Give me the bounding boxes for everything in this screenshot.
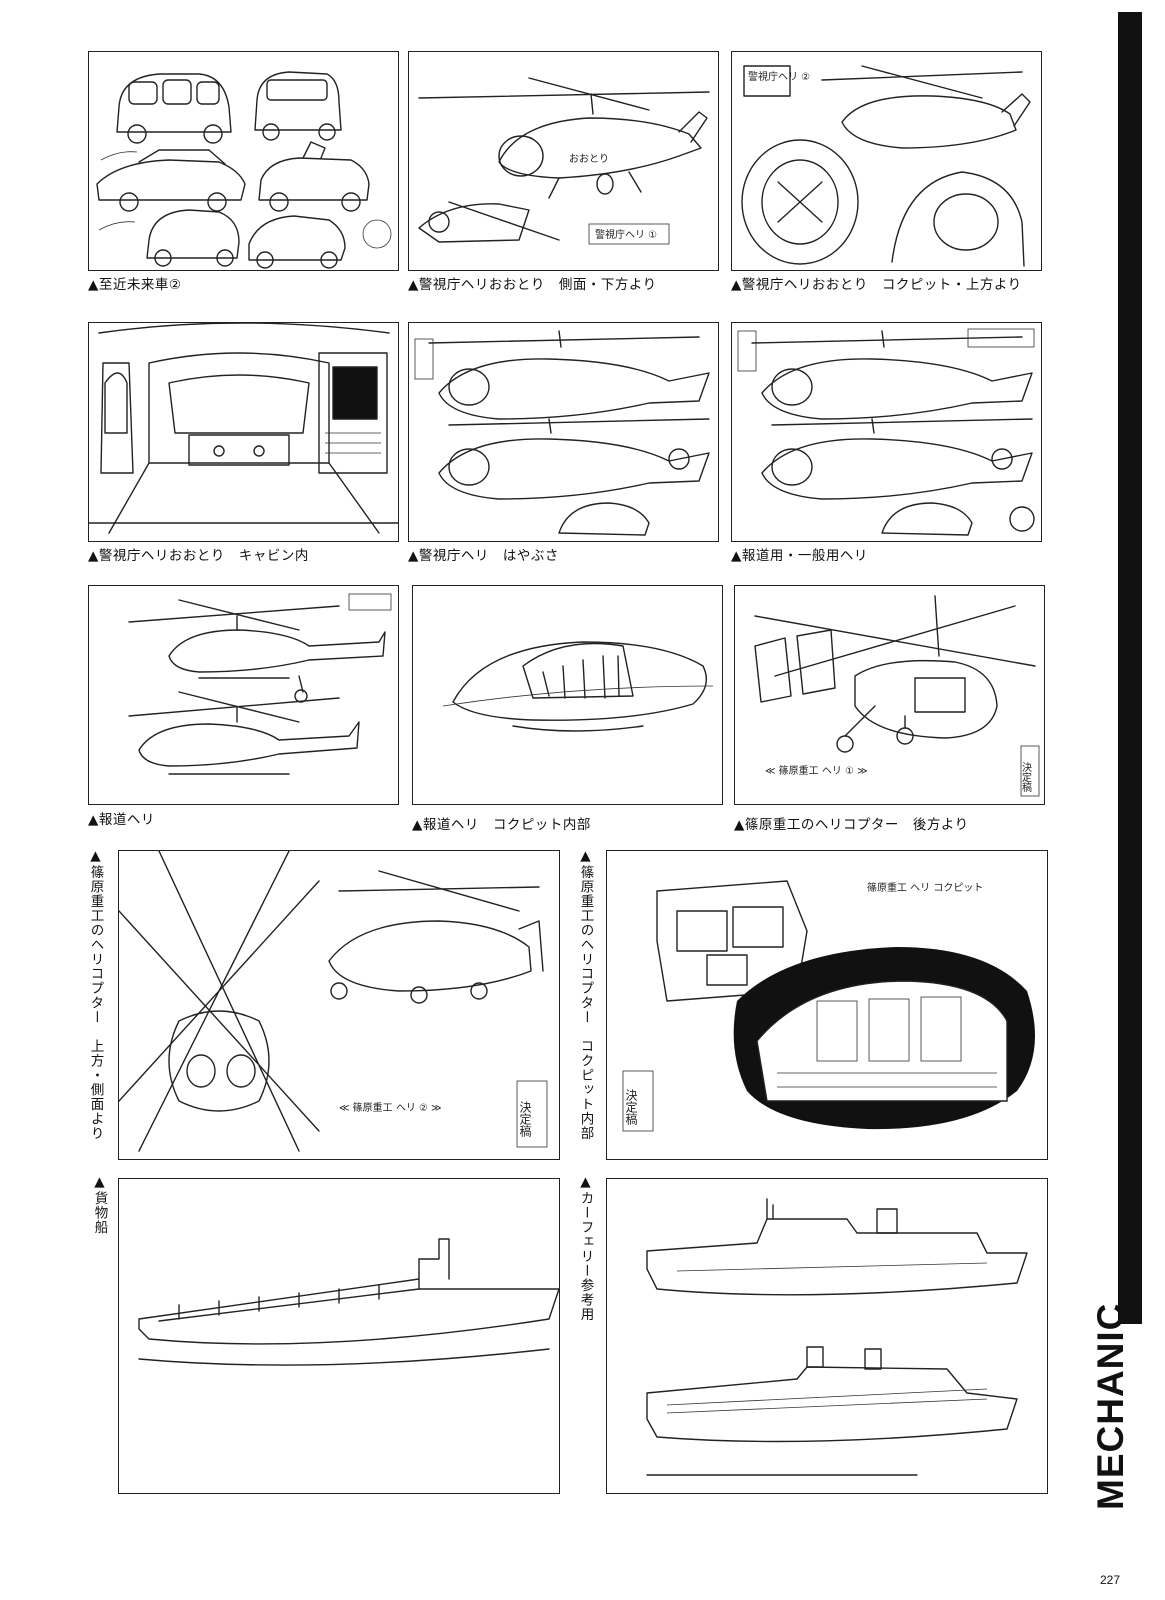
- caption-future-car: ▲至近未来車②: [88, 277, 182, 293]
- panel-car-ferry: [606, 1178, 1048, 1494]
- kettei-stamp-1: 決定稿: [1020, 762, 1032, 793]
- caption-news-heli-cockpit: ▲報道ヘリ コクピット内部: [412, 817, 591, 833]
- caption-news-heli: ▲報道ヘリ: [88, 812, 155, 828]
- shinohara-heli-1-label: ≪ 篠原重工 ヘリ ① ≫: [765, 764, 868, 777]
- panel-shinohara-top: ≪ 篠原重工 ヘリ ② ≫ 決定稿: [118, 850, 560, 1160]
- panel-news-heli-cockpit: [412, 585, 723, 805]
- caption-car-ferry: ▲カーフェリー参考用: [577, 1174, 594, 1322]
- news-heli-sketch: [128, 593, 392, 775]
- car-ferry-sketch: [646, 1198, 1028, 1476]
- caption-cargo-ship: ▲貨物船: [91, 1174, 108, 1235]
- ootori-cockpit-sketch: 警視庁ヘリ ②: [741, 65, 1031, 267]
- ootori-label: おおとり: [569, 153, 609, 165]
- panel-future-cars: [88, 51, 399, 271]
- future-cars-sketch: [96, 71, 392, 269]
- caption-ootori-side: ▲警視庁ヘリおおとり 側面・下方より: [408, 277, 657, 293]
- general-heli-sketch: [737, 328, 1035, 536]
- kettei-stamp-2: 決定稿: [518, 1101, 532, 1138]
- panel-ootori-side: おおとり 警視庁ヘリ ①: [408, 51, 719, 271]
- shinohara-heli-2-label: ≪ 篠原重工 ヘリ ② ≫: [339, 1101, 442, 1114]
- panel-news-heli: [88, 585, 399, 805]
- kettei-stamp-3: 決定稿: [624, 1089, 638, 1126]
- ootori-side-sketch: おおとり 警視庁ヘリ ①: [418, 77, 710, 245]
- panel-hayabusa: [408, 322, 719, 542]
- ootori-cabin-sketch: [89, 323, 398, 534]
- caption-general-heli: ▲報道用・一般用ヘリ: [731, 548, 868, 564]
- panel-ootori-cockpit: 警視庁ヘリ ②: [731, 51, 1042, 271]
- cargo-ship-sketch: [138, 1238, 559, 1366]
- caption-hayabusa: ▲警視庁ヘリ はやぶさ: [408, 548, 559, 564]
- panel-ootori-cabin: [88, 322, 399, 542]
- section-sidebar-bar: [1118, 12, 1142, 1324]
- panel-general-heli: [731, 322, 1042, 542]
- keishicho-heli-2-label: 警視庁ヘリ ②: [748, 70, 810, 83]
- page-number: 227: [1100, 1573, 1121, 1587]
- caption-ootori-cockpit: ▲警視庁ヘリおおとり コクピット・上方より: [731, 277, 1022, 293]
- panel-shinohara-cockpit: 決定稿 篠原重工 ヘリ コクピット: [606, 850, 1048, 1160]
- caption-ootori-cabin: ▲警視庁ヘリおおとり キャビン内: [88, 548, 309, 564]
- news-heli-cockpit-sketch: [442, 641, 714, 732]
- shinohara-cockpit-label: 篠原重工 ヘリ コクピット: [867, 881, 983, 894]
- keishicho-heli-1-label: 警視庁ヘリ ①: [595, 228, 657, 241]
- caption-shinohara-cockpit: ▲篠原重工のヘリコプター コクピット内部: [577, 848, 594, 1141]
- shinohara-cockpit-sketch: 決定稿 篠原重工 ヘリ コクピット: [622, 880, 1035, 1132]
- hayabusa-sketch: [414, 330, 710, 536]
- caption-shinohara-rear: ▲篠原重工のヘリコプター 後方より: [734, 817, 969, 833]
- panel-shinohara-rear: ≪ 篠原重工 ヘリ ① ≫ 決定稿: [734, 585, 1045, 805]
- shinohara-top-sketch: ≪ 篠原重工 ヘリ ② ≫ 決定稿: [119, 851, 548, 1152]
- shinohara-rear-sketch: ≪ 篠原重工 ヘリ ① ≫ 決定稿: [754, 595, 1040, 797]
- caption-shinohara-top: ▲篠原重工のヘリコプター 上方・側面より: [87, 848, 104, 1141]
- panel-cargo-ship: [118, 1178, 560, 1494]
